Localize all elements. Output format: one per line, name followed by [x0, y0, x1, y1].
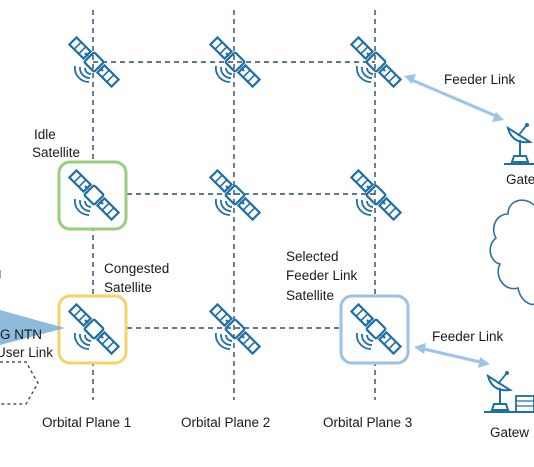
congested-satellite-highlight [57, 294, 128, 365]
selected-feeder-link-satellite-label: Selected Feeder Link Satellite [286, 249, 361, 303]
satellite-icon [350, 169, 402, 221]
orbital-plane-label-3: Orbital Plane 3 [323, 415, 412, 430]
gateway-equipment-rack [490, 395, 534, 413]
gateway-label-bottom: Gatew [490, 425, 529, 440]
feeder-link-arrow-bottom [414, 343, 490, 368]
satellite-icon [209, 303, 261, 355]
user-link-beam [0, 310, 65, 345]
cloud-icon [489, 199, 534, 306]
selected-feeder-satellite-highlight [339, 294, 410, 365]
feeder-link-arrow-top [404, 74, 504, 122]
congested-satellite-label: Congested Satellite [104, 261, 173, 295]
idle-satellite-highlight [57, 160, 128, 231]
gateway-antenna-icon [503, 122, 534, 165]
feeder-link-label-top: Feeder Link [444, 72, 516, 87]
gateway-label-top: Gatew [506, 172, 534, 187]
gateway-antenna-icon [483, 370, 517, 413]
orbital-plane-label-2: Orbital Plane 2 [181, 415, 270, 430]
satellite-icon [209, 36, 261, 88]
ntn-user-link-label: G NTN User Link [0, 327, 53, 360]
idle-satellite-label: Idle Satellite [32, 127, 80, 160]
satellite-icon [209, 169, 261, 221]
user-area-outline [0, 361, 39, 405]
orbital-plane-label-1: Orbital Plane 1 [42, 415, 131, 430]
feeder-link-label-bottom: Feeder Link [432, 329, 504, 344]
